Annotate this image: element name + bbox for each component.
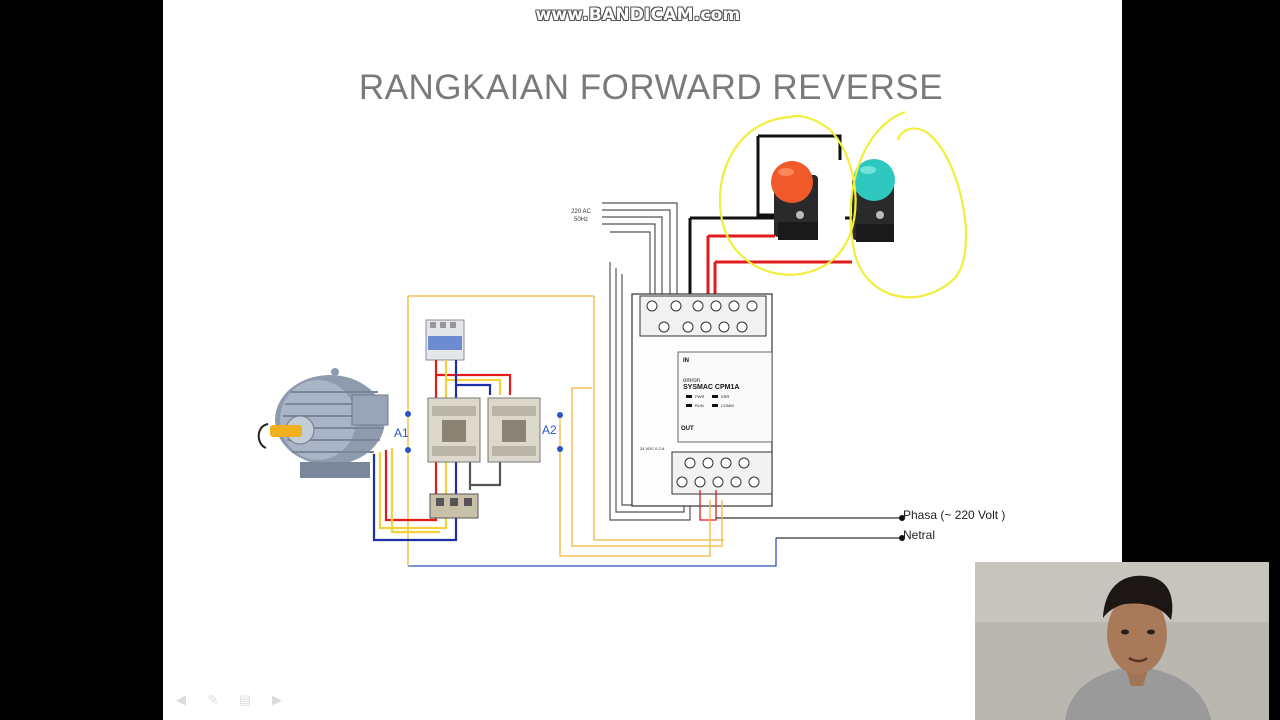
pen-icon[interactable]: ✎ [207,692,219,707]
plc-output-terminals [676,457,760,488]
led-run-label: RUN [695,403,704,408]
forward-push-button [771,161,818,240]
plc-unit: IN omron SYSMAC CPM1A PWR RUN ERR COMM O… [631,293,773,507]
plc-input-label: IN [683,358,689,364]
menu-icon[interactable]: ▤ [238,692,252,707]
recording-watermark: www.BANDICAM.com [535,5,741,25]
phase-label: Phasa (~ 220 Volt ) [903,508,1005,522]
contactor-left [427,397,481,463]
contactor-right [487,397,541,463]
three-phase-motor [257,368,389,478]
mcb-breaker [425,319,465,361]
contactor-right-label: A2 [542,423,557,437]
prev-arrow-icon[interactable]: ◀ [176,692,186,707]
reverse-push-button [852,159,895,242]
plc-output-power: 24 VDC 0.2 A [640,446,665,451]
led-pwr-label: PWR [695,394,704,399]
supply-label-line1: 220 AC [571,209,591,215]
button-wires [688,134,880,298]
contactor-left-label: A1 [394,426,409,440]
neutral-label: Netral [903,528,935,542]
slide-title: RANGKAIAN FORWARD REVERSE [358,68,944,107]
next-arrow-icon[interactable]: ▶ [272,692,282,707]
plc-brand: omron [683,378,700,384]
presenter-nav: ◀ ✎ ▤ ▶ [170,692,288,708]
annotation-circles [718,110,968,299]
forward-button-cap [771,161,813,203]
webcam-overlay [975,562,1269,720]
plc-status-leds: PWR RUN ERR COMM [686,394,734,408]
supply-label-line2: 50Hz [574,217,588,223]
presenter-figure [975,562,1269,720]
led-err-label: ERR [721,394,730,399]
led-comm-label: COMM [721,403,734,408]
overload-relay [429,493,479,519]
plc-output-label: OUT [681,426,694,432]
plc-model: SYSMAC CPM1A [683,384,739,391]
plc-input-terminals [646,300,758,333]
